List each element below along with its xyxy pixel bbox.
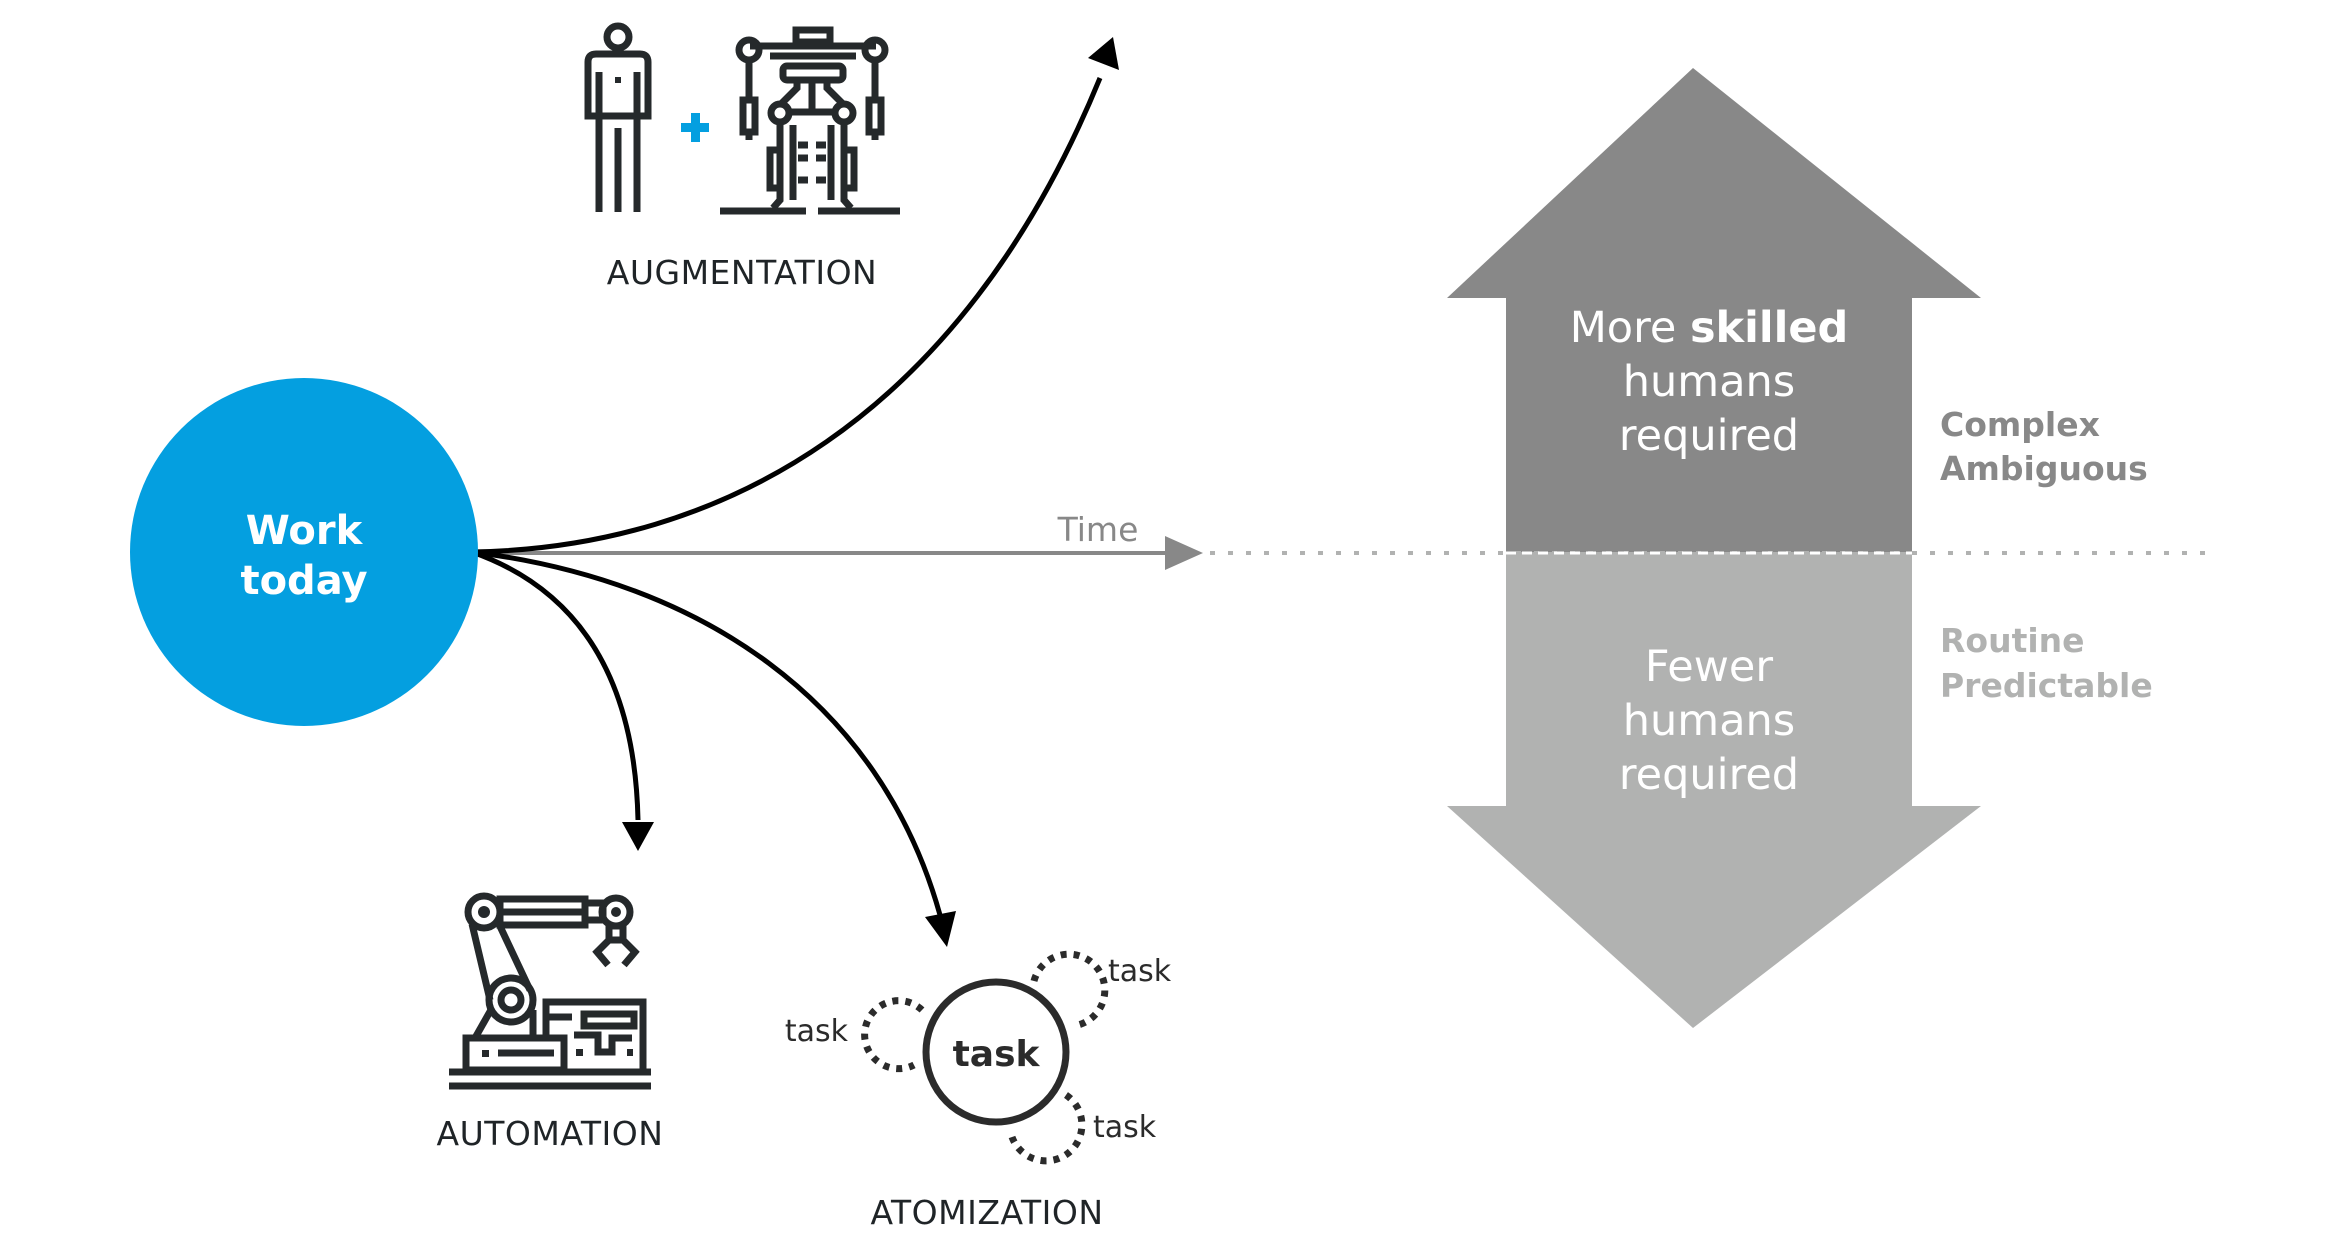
automation-arrowhead <box>622 822 654 851</box>
task-bottomright-label: task <box>1093 1110 1157 1145</box>
timeline-label: Time <box>1057 510 1139 549</box>
label-complex: Complex <box>1940 405 2100 444</box>
augmentation-arrowhead <box>1088 37 1119 70</box>
augmentation-curve <box>471 77 1103 555</box>
work-today-circle <box>130 378 478 726</box>
task-topright-dotted-circle <box>1030 950 1109 1029</box>
up-arrow-text-line2: humans <box>1623 357 1795 407</box>
augmentation-label: AUGMENTATION <box>607 253 877 292</box>
work-today-line1: Work <box>246 508 364 554</box>
automation-curve <box>471 549 641 821</box>
label-ambiguous: Ambiguous <box>1940 449 2148 488</box>
down-arrow-text-line1: Fewer <box>1645 642 1773 692</box>
task-topright-label: task <box>1108 954 1172 989</box>
task-center-label: task <box>953 1034 1041 1075</box>
task-cluster-icon <box>861 950 1109 1165</box>
timeline-arrowhead <box>1165 536 1203 570</box>
robot-arm-icon <box>449 892 651 1090</box>
up-arrow-text-bold: skilled <box>1690 303 1848 353</box>
task-bottomright-dotted-circle <box>1008 1092 1086 1165</box>
up-arrow-text-line3: required <box>1619 411 1799 461</box>
label-predictable: Predictable <box>1940 666 2153 705</box>
up-arrow-text-line1: More skilled <box>1570 303 1849 353</box>
atomization-label: ATOMIZATION <box>870 1193 1103 1232</box>
exoskeleton-robot-icon <box>720 26 900 215</box>
task-left-label: task <box>785 1014 849 1049</box>
down-arrow-text-line2: humans <box>1623 696 1795 746</box>
automation-label: AUTOMATION <box>437 1114 664 1153</box>
down-arrow <box>1447 552 1981 1028</box>
work-today-line2: today <box>240 558 367 604</box>
up-arrow-head <box>1447 68 1981 298</box>
down-arrow-head <box>1447 806 1981 1028</box>
label-routine: Routine <box>1940 621 2085 660</box>
atomization-arrowhead <box>925 911 956 947</box>
atomization-curve <box>471 549 943 916</box>
plus-icon <box>681 113 709 142</box>
up-arrow <box>1447 68 1981 552</box>
task-left-dotted-circle <box>861 997 925 1073</box>
down-arrow-shaft <box>1506 552 1912 806</box>
task-main-circle <box>922 978 1070 1126</box>
person-icon <box>584 22 652 212</box>
up-arrow-shaft <box>1506 298 1912 552</box>
down-arrow-text-line3: required <box>1619 750 1799 800</box>
